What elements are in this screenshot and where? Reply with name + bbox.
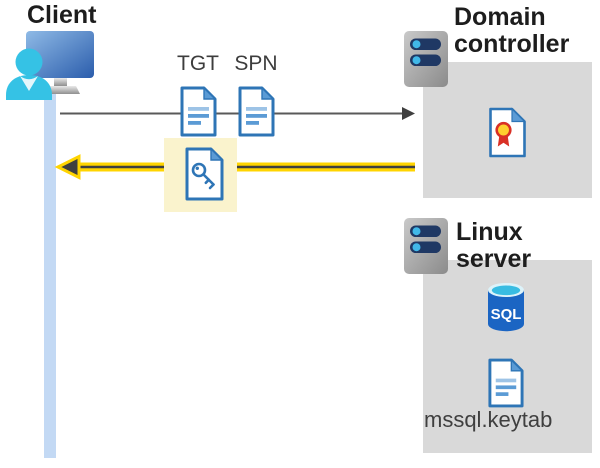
spn-document-icon (238, 86, 275, 137)
linux-server-icon (404, 218, 448, 274)
domain-controller-server-icon (404, 31, 448, 87)
tgt-document-icon (180, 86, 217, 137)
client-lifeline-bar (44, 87, 56, 458)
spn-label: SPN (234, 52, 278, 75)
key-ticket-document-icon (185, 147, 224, 201)
sql-icon-text: SQL (491, 306, 522, 323)
request-arrowhead-icon (402, 107, 415, 120)
certificate-document-icon (489, 107, 526, 158)
client-label: Client (27, 1, 97, 29)
keytab-document-icon (488, 358, 524, 408)
keytab-filename-label: mssql.keytab (424, 407, 553, 432)
tgt-label: TGT (177, 52, 219, 75)
domain-controller-label: Domain controller (454, 3, 570, 58)
sql-database-icon: SQL (488, 283, 524, 332)
client-computer-user-icon (6, 31, 94, 100)
response-arrowhead-icon (54, 154, 81, 180)
linux-server-label: Linux server (456, 218, 532, 273)
